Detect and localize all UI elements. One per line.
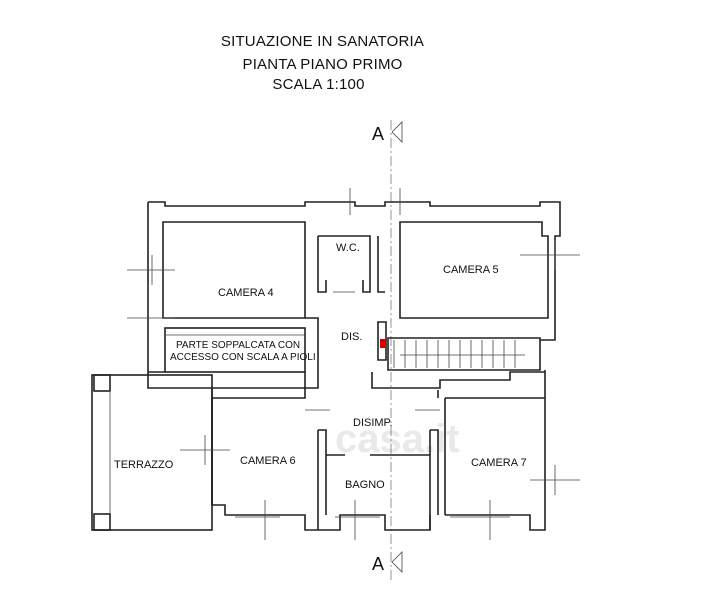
drawing-title: SITUAZIONE IN SANATORIA xyxy=(220,33,425,50)
outer-walls xyxy=(147,201,561,531)
room-label-bagno: BAGNO xyxy=(345,479,385,491)
drawing-scale: SCALA 1:100 xyxy=(272,76,365,93)
terrazzo-post-top xyxy=(93,374,111,392)
section-label-bottom: A xyxy=(372,554,384,574)
room-label-disimp: DISIMP. xyxy=(353,417,393,429)
camera7-walls xyxy=(437,390,545,515)
section-arrow-bottom xyxy=(391,551,403,573)
room-label-wc: W.C. xyxy=(336,242,360,254)
camera6-walls xyxy=(211,388,306,505)
terrazzo-outline xyxy=(91,374,213,531)
terrazzo-post-bottom xyxy=(93,513,111,531)
room-label-camera6: CAMERA 6 xyxy=(240,455,296,467)
room-label-dis: DIS. xyxy=(341,331,362,343)
stair-enclosure xyxy=(387,337,541,371)
room-label-terrazzo: TERRAZZO xyxy=(114,459,174,471)
section-label-top: A xyxy=(372,124,384,144)
left-lower-walls xyxy=(148,317,319,389)
room-label-soppalco-2: ACCESSO CON SCALA A PIOLI xyxy=(170,352,316,363)
wc-walls xyxy=(317,235,385,293)
soppalco-box xyxy=(164,327,306,373)
room-label-camera4: CAMERA 4 xyxy=(218,287,274,299)
section-arrow-top xyxy=(391,121,403,143)
dis-marker xyxy=(380,339,386,348)
drawing-subtitle: PIANTA PIANO PRIMO xyxy=(242,56,403,73)
dis-walls xyxy=(371,321,545,389)
room-label-camera5: CAMERA 5 xyxy=(443,264,499,276)
dimension-ticks xyxy=(127,188,580,540)
room-label-camera7: CAMERA 7 xyxy=(471,457,527,469)
room-label-soppalco-1: PARTE SOPPALCATA CON xyxy=(176,340,300,351)
bagno-walls xyxy=(317,429,439,530)
stair-steps xyxy=(393,340,516,368)
